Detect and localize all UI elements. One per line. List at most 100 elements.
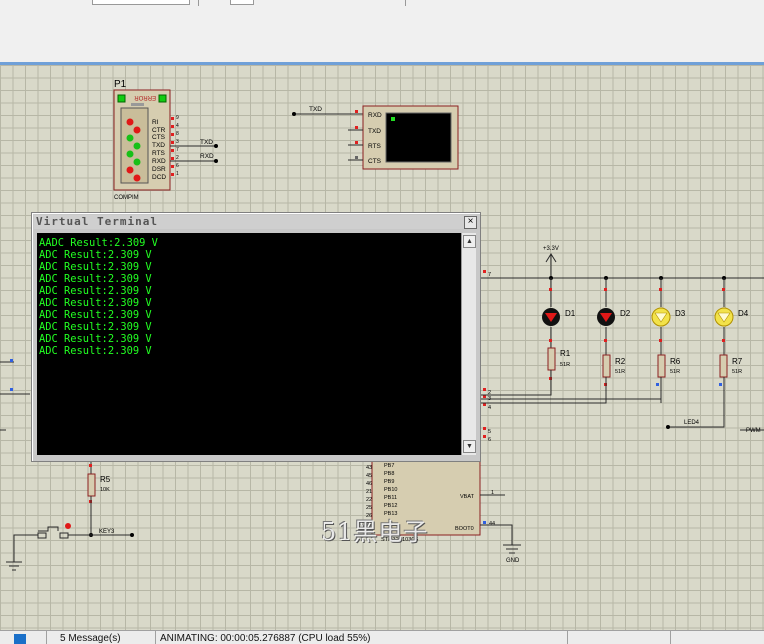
virtual-terminal-window[interactable]: Virtual Terminal × AADC Result:2.309 V A… bbox=[31, 212, 481, 462]
svg-text:7: 7 bbox=[176, 147, 179, 153]
svg-text:45: 45 bbox=[366, 473, 372, 479]
terminal-line: ADC Result:2.309 V bbox=[39, 261, 152, 273]
svg-text:22: 22 bbox=[366, 497, 372, 503]
terminal-line: ADC Result:2.309 V bbox=[39, 309, 152, 321]
toolbar-separator bbox=[198, 0, 199, 6]
terminal-line: ADC Result:2.309 V bbox=[39, 333, 152, 345]
svg-text:4: 4 bbox=[176, 123, 179, 129]
animation-status: ANIMATING: 00:00:05.276887 (CPU load 55%… bbox=[160, 633, 371, 644]
toolbar-area bbox=[0, 0, 764, 63]
svg-text:2: 2 bbox=[176, 155, 179, 161]
gnd-label: GND bbox=[506, 558, 520, 564]
svg-text:1: 1 bbox=[491, 490, 494, 496]
svg-text:PB12: PB12 bbox=[384, 503, 397, 509]
r5-value: 10K bbox=[100, 487, 110, 493]
svg-text:R7: R7 bbox=[732, 357, 743, 366]
terminal-line: AADC Result:2.309 V bbox=[39, 237, 158, 249]
svg-text:46: 46 bbox=[366, 481, 372, 487]
compim-net-txd: TXD bbox=[200, 139, 213, 146]
svg-text:D1: D1 bbox=[565, 309, 576, 318]
resistor-r7: R7 51R bbox=[719, 354, 743, 378]
svg-text:51R: 51R bbox=[732, 369, 742, 375]
mcu-part-name: STM32F103C6 bbox=[381, 537, 418, 543]
compim-pin-ri: RI bbox=[152, 119, 159, 126]
scroll-down-arrow-icon[interactable]: ▼ bbox=[463, 440, 476, 453]
svg-text:PB13: PB13 bbox=[384, 511, 397, 517]
close-icon[interactable]: × bbox=[464, 216, 477, 229]
svg-text:25: 25 bbox=[366, 505, 372, 511]
resistor-r2: R2 51R bbox=[602, 354, 626, 378]
vterm-pin-rxd: RXD bbox=[368, 112, 382, 119]
compim-net-rxd: RXD bbox=[200, 153, 214, 160]
led-d2: D2 bbox=[597, 308, 631, 326]
svg-text:R1: R1 bbox=[560, 349, 571, 358]
status-separator bbox=[155, 631, 156, 644]
svg-text:PB8: PB8 bbox=[384, 471, 394, 477]
svg-text:PB9: PB9 bbox=[384, 479, 394, 485]
svg-text:PB7: PB7 bbox=[384, 463, 394, 469]
svg-text:BOOT0: BOOT0 bbox=[455, 526, 474, 532]
svg-text:2: 2 bbox=[488, 390, 491, 396]
compim-pin-rts: RTS bbox=[152, 150, 166, 157]
pwm-net: PWM bbox=[746, 428, 761, 434]
status-separator bbox=[670, 631, 671, 644]
svg-text:D2: D2 bbox=[620, 309, 631, 318]
virtual-terminal-title[interactable]: Virtual Terminal bbox=[34, 215, 476, 229]
vterm-net: TXD bbox=[309, 106, 322, 113]
terminal-line: ADC Result:2.309 V bbox=[39, 285, 152, 297]
status-bar: 5 Message(s) ANIMATING: 00:00:05.276887 … bbox=[0, 630, 764, 644]
svg-text:D4: D4 bbox=[738, 309, 749, 318]
compim-ref: P1 bbox=[114, 79, 127, 90]
r5-ref: R5 bbox=[100, 475, 111, 484]
compim-pin-cts: CTS bbox=[152, 134, 166, 141]
svg-text:8: 8 bbox=[176, 131, 179, 137]
toolbar-combo[interactable] bbox=[92, 0, 190, 5]
canvas-border bbox=[0, 62, 764, 65]
schematic-canvas[interactable]: P1 ERROR RI CTR CTS TXD RTS RXD DSR bbox=[0, 65, 764, 630]
vterm-part[interactable]: TXD RXD TXD RTS CTS bbox=[292, 105, 459, 170]
compim-component[interactable]: P1 ERROR RI CTR CTS TXD RTS RXD DSR bbox=[113, 79, 218, 201]
toolbar-separator bbox=[405, 0, 406, 6]
svg-text:21: 21 bbox=[366, 489, 372, 495]
vterm-pin-cts: CTS bbox=[368, 158, 382, 165]
resistor-r1: R1 51R bbox=[547, 347, 571, 371]
compim-pin-rxd: RXD bbox=[152, 158, 166, 165]
key-net: KEY3 bbox=[99, 529, 115, 535]
svg-text:D3: D3 bbox=[675, 309, 686, 318]
compim-logo: ERROR bbox=[134, 94, 156, 100]
key-section: R5 10K KEY3 bbox=[0, 359, 134, 571]
terminal-line: ADC Result:2.309 V bbox=[39, 321, 152, 333]
terminal-screen[interactable]: AADC Result:2.309 V ADC Result:2.309 V A… bbox=[37, 233, 461, 455]
svg-text:44: 44 bbox=[489, 521, 495, 527]
svg-text:1: 1 bbox=[176, 171, 179, 177]
supply-label: +3.3V bbox=[543, 246, 559, 252]
svg-text:43: 43 bbox=[366, 465, 372, 471]
svg-text:51R: 51R bbox=[615, 369, 625, 375]
svg-text:5: 5 bbox=[488, 429, 491, 435]
svg-text:51R: 51R bbox=[560, 362, 570, 368]
vterm-pin-rts: RTS bbox=[368, 143, 382, 150]
terminal-line: ADC Result:2.309 V bbox=[39, 297, 152, 309]
compim-pin-dcd: DCD bbox=[152, 174, 166, 181]
status-separator bbox=[46, 631, 47, 644]
svg-text:6: 6 bbox=[488, 437, 491, 443]
svg-text:26: 26 bbox=[366, 513, 372, 519]
terminal-scrollbar[interactable]: ▲ ▼ bbox=[461, 233, 476, 455]
toolbar-combo-2[interactable] bbox=[230, 0, 254, 5]
compim-pin-ctr: CTR bbox=[152, 127, 166, 134]
svg-text:9: 9 bbox=[176, 115, 179, 121]
play-button-icon[interactable] bbox=[14, 634, 26, 644]
svg-text:VBAT: VBAT bbox=[460, 494, 475, 500]
scroll-up-arrow-icon[interactable]: ▲ bbox=[463, 235, 476, 248]
svg-text:6: 6 bbox=[176, 163, 179, 169]
svg-text:R2: R2 bbox=[615, 357, 626, 366]
terminal-line: ADC Result:2.309 V bbox=[39, 249, 152, 261]
svg-text:PB11: PB11 bbox=[384, 495, 397, 501]
compim-pin-dsr: DSR bbox=[152, 166, 166, 173]
led-d4: D4 bbox=[714, 307, 749, 327]
compim-pin-txd: TXD bbox=[152, 142, 165, 149]
svg-text:PB10: PB10 bbox=[384, 487, 397, 493]
led-section: +3.3V D1 D2 bbox=[480, 246, 764, 434]
message-count[interactable]: 5 Message(s) bbox=[60, 633, 121, 644]
svg-text:7: 7 bbox=[488, 272, 491, 278]
